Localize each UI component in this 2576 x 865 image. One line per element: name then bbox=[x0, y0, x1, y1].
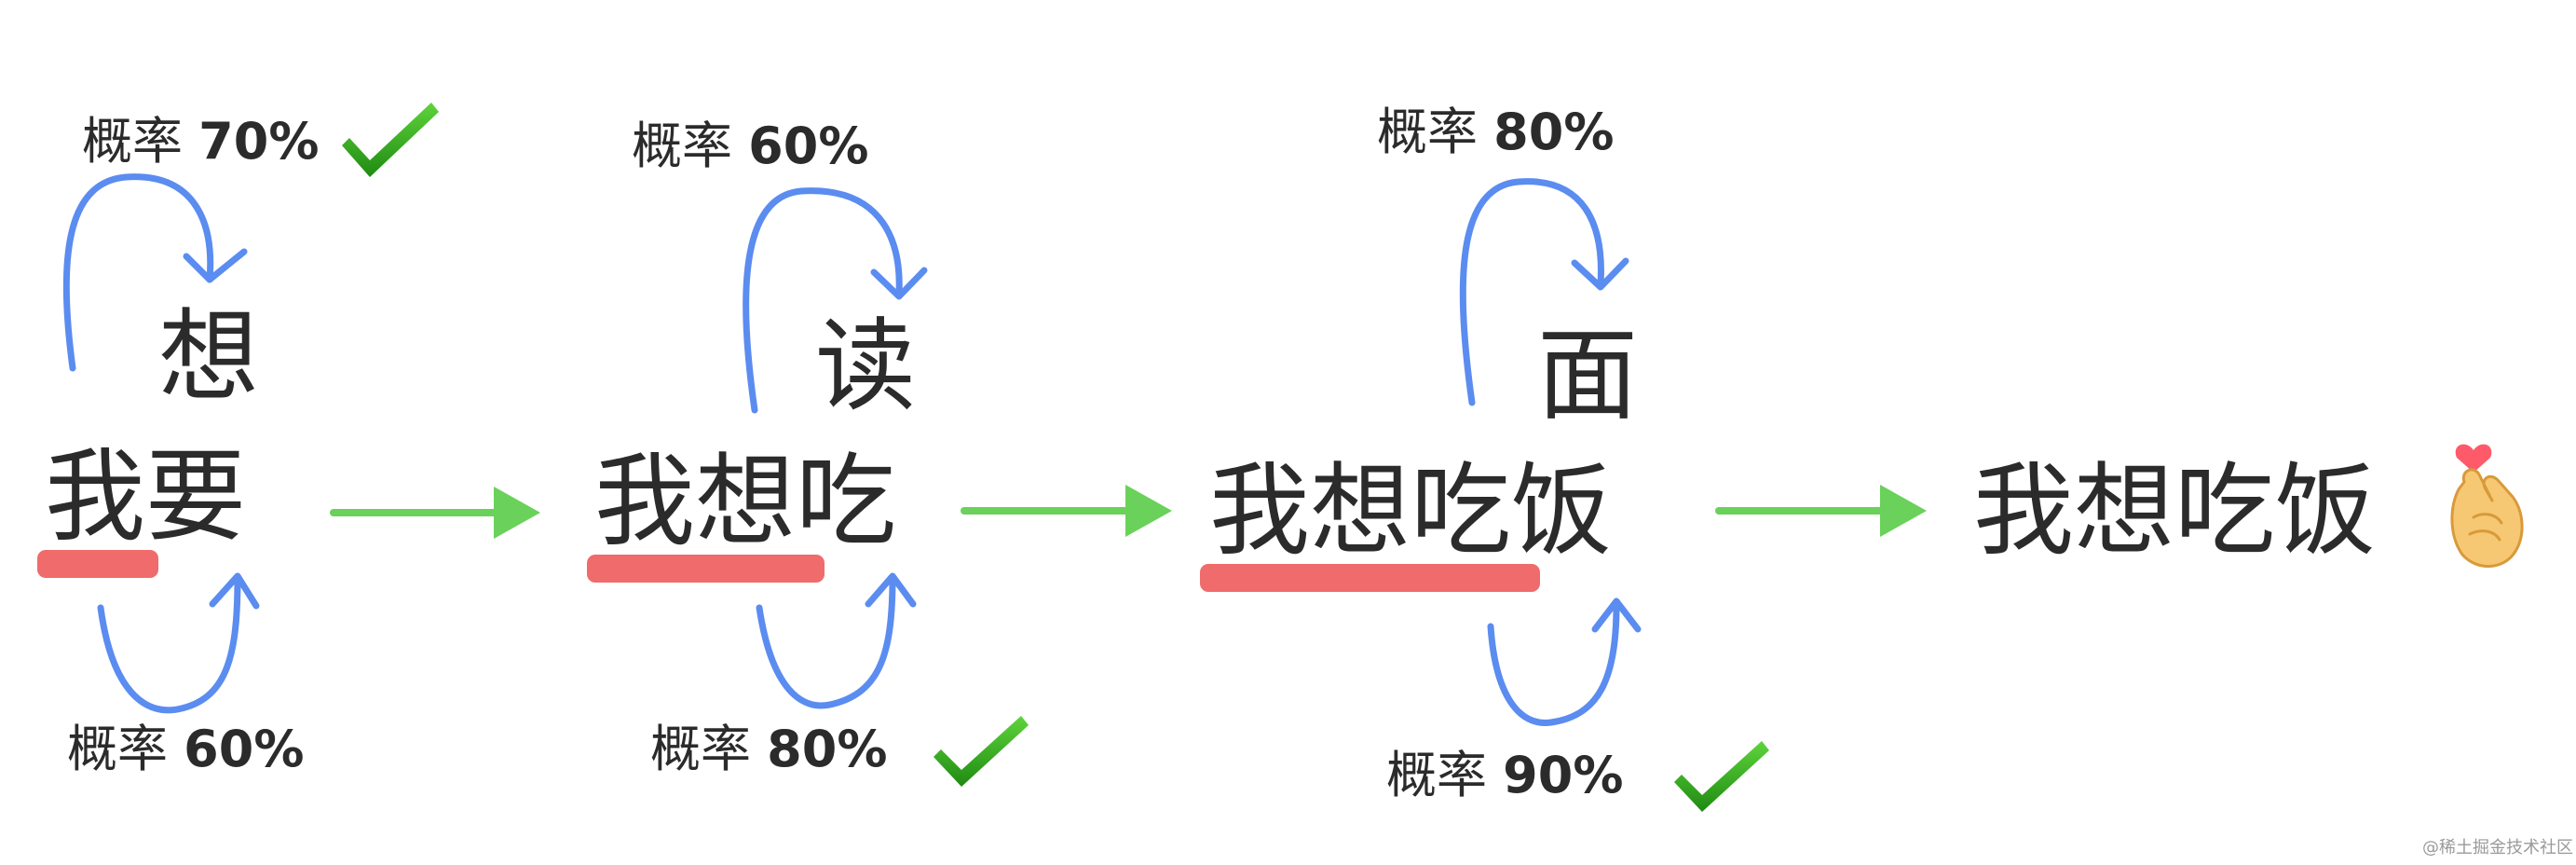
step-3-top-probability-label: 概率 80% bbox=[1377, 103, 1614, 161]
step-1: 概率 70% 想 我要 概率 60% bbox=[37, 103, 439, 778]
step-2-bottom-check-icon bbox=[934, 716, 1029, 787]
step-1-top-check-icon bbox=[342, 103, 439, 177]
step-1-top-candidate: 想 bbox=[158, 299, 259, 416]
step-1-top-probability-label: 概率 70% bbox=[82, 112, 319, 171]
step-3-bottom-probability-label: 概率 90% bbox=[1386, 746, 1623, 804]
final-text: 我想吃饭 bbox=[1973, 453, 2376, 570]
step-3-top-candidate: 面 bbox=[1537, 318, 1638, 434]
step-2-top-candidate: 读 bbox=[815, 309, 916, 425]
step-1-bottom-loop-arrow bbox=[97, 572, 260, 714]
final-result: 我想吃饭 bbox=[1973, 444, 2524, 570]
step-3-underline bbox=[1200, 564, 1540, 592]
step-2-bottom-probability-label: 概率 80% bbox=[650, 720, 887, 778]
flow-arrow-1 bbox=[330, 487, 540, 539]
step-1-base-text: 我要 bbox=[45, 439, 246, 556]
watermark: @稀土掘金技术社区 bbox=[2422, 838, 2573, 858]
flow-arrow-2 bbox=[961, 485, 1172, 537]
step-1-underline bbox=[37, 550, 158, 578]
step-2-underline bbox=[587, 555, 825, 583]
step-3-top-loop-arrow bbox=[1459, 178, 1629, 406]
finger-heart-icon bbox=[2450, 444, 2524, 568]
step-2-top-probability-label: 概率 60% bbox=[632, 117, 868, 175]
step-2: 概率 60% 读 我想吃 概率 80% bbox=[587, 117, 1029, 787]
step-3-bottom-check-icon bbox=[1674, 741, 1769, 812]
step-3-bottom-loop-arrow bbox=[1487, 597, 1642, 726]
step-2-base-text: 我想吃 bbox=[594, 444, 896, 560]
step-3: 概率 80% 面 我想吃饭 概率 90% bbox=[1200, 103, 1769, 812]
step-1-top-loop-arrow bbox=[62, 173, 248, 372]
step-2-bottom-loop-arrow bbox=[756, 572, 917, 709]
step-2-top-loop-arrow bbox=[743, 187, 928, 414]
flow-arrow-3 bbox=[1715, 485, 1927, 537]
step-1-bottom-probability-label: 概率 60% bbox=[67, 720, 304, 778]
step-3-base-text: 我想吃饭 bbox=[1209, 453, 1612, 570]
